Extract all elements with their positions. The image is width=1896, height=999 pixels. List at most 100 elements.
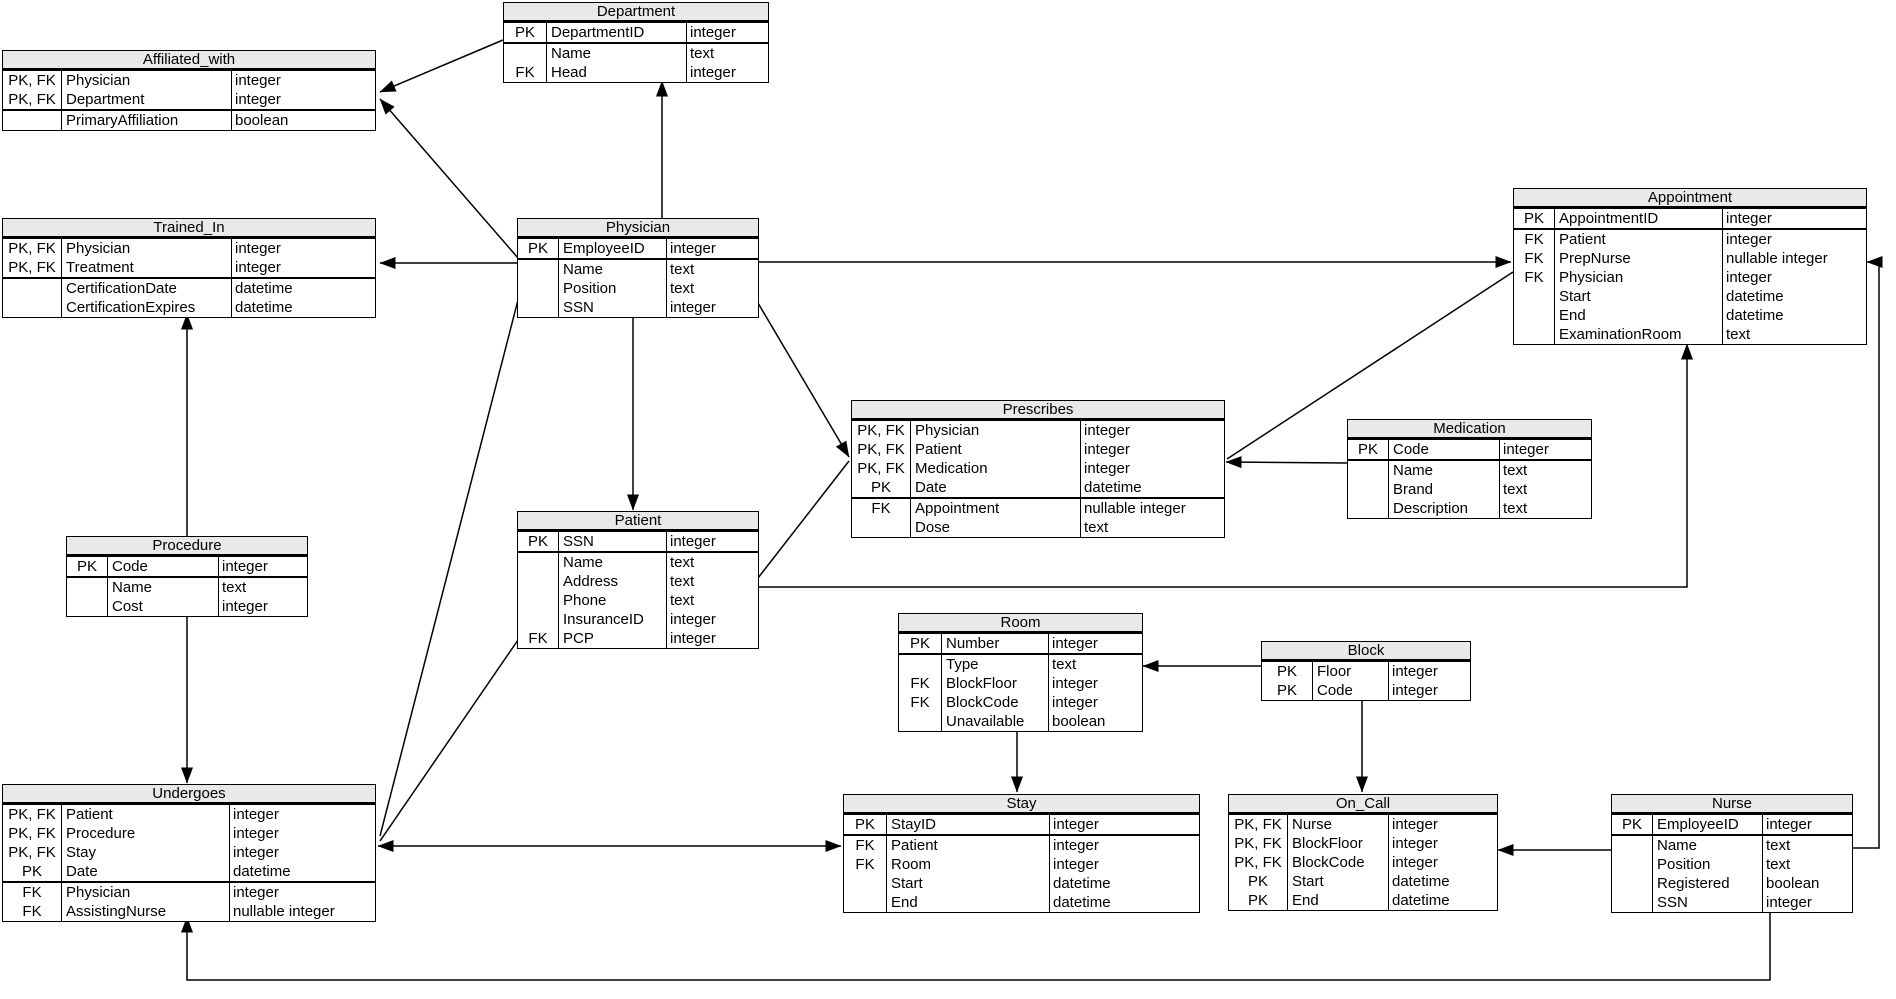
type-cell: text <box>1503 462 1528 479</box>
key-cell: FK <box>844 836 887 855</box>
type-cell: integer <box>235 259 281 276</box>
type-cell: integer <box>670 630 716 647</box>
field-cell: Dose <box>911 518 1081 537</box>
type-cell: integer <box>1766 894 1812 911</box>
field-cell: Number <box>942 634 1049 653</box>
table-row: FK Room integer <box>844 855 1199 874</box>
field-cell: Stay <box>62 843 230 862</box>
field-cell: Floor <box>1313 662 1389 681</box>
key-cell: FK <box>504 63 547 82</box>
table-row: PK, FK Physician integer <box>852 421 1224 440</box>
type-cell: datetime <box>1053 875 1111 892</box>
type-cell: integer <box>1392 854 1438 871</box>
entity-table-on_call: On_Call PK, FK Nurse integer PK, FK Bloc… <box>1228 794 1498 911</box>
relationship-prescribes-patient <box>757 460 850 579</box>
field-cell: Physician <box>911 421 1081 440</box>
table-row: PK, FK Treatment integer <box>3 258 375 277</box>
table-rows: PK EmployeeID integer Name text Position… <box>518 239 758 317</box>
type-cell: text <box>690 45 715 62</box>
table-title: Affiliated_with <box>3 51 375 71</box>
field-cell: Department <box>62 90 232 109</box>
key-cell <box>518 279 559 298</box>
field-cell: Start <box>887 874 1050 893</box>
entity-table-procedure: Procedure PK Code integer Name text Cost… <box>66 536 308 617</box>
table-row: FK Physician integer <box>1514 268 1866 287</box>
table-row: Name text <box>518 551 758 572</box>
table-row: Name text <box>504 42 768 63</box>
table-row: Name text <box>1348 459 1591 480</box>
key-cell <box>518 572 559 591</box>
key-cell <box>844 874 887 893</box>
table-row: PK SSN integer <box>518 532 758 551</box>
key-cell: PK, FK <box>1229 853 1288 872</box>
table-row: FK AssistingNurse nullable integer <box>3 902 375 921</box>
table-rows: PK Floor integer PK Code integer <box>1262 662 1470 700</box>
table-title: Physician <box>518 219 758 239</box>
field-cell: BlockCode <box>942 693 1049 712</box>
key-cell: PK, FK <box>852 459 911 478</box>
key-cell <box>518 591 559 610</box>
relationship-undergoes-patient <box>379 639 519 842</box>
key-cell: PK <box>899 634 942 653</box>
table-row: CertificationDate datetime <box>3 277 375 298</box>
table-row: PK, FK Physician integer <box>3 71 375 90</box>
key-cell <box>1348 480 1389 499</box>
key-cell <box>1612 893 1653 912</box>
table-row: Brand text <box>1348 480 1591 499</box>
table-row: PK Date datetime <box>3 862 375 881</box>
type-cell: datetime <box>235 299 293 316</box>
type-cell: text <box>670 280 695 297</box>
type-cell: datetime <box>1392 892 1450 909</box>
field-cell: Name <box>1389 461 1500 480</box>
table-title: Trained_In <box>3 219 375 239</box>
key-cell <box>1348 499 1389 518</box>
field-cell: Phone <box>559 591 667 610</box>
key-cell: PK <box>504 23 547 42</box>
key-cell: PK <box>518 532 559 551</box>
table-title: Undergoes <box>3 785 375 805</box>
type-cell: text <box>222 579 247 596</box>
type-cell: integer <box>233 884 279 901</box>
field-cell: Address <box>559 572 667 591</box>
field-cell: Physician <box>62 71 232 90</box>
key-cell: PK <box>1229 891 1288 910</box>
key-cell: FK <box>1514 268 1555 287</box>
table-title: Department <box>504 3 768 23</box>
key-cell <box>899 712 942 731</box>
key-cell: PK, FK <box>3 258 62 277</box>
key-cell: PK, FK <box>3 805 62 824</box>
type-cell: integer <box>235 240 281 257</box>
key-cell: PK <box>852 478 911 497</box>
type-cell: text <box>670 261 695 278</box>
field-cell: Patient <box>62 805 230 824</box>
type-cell: integer <box>235 91 281 108</box>
field-cell: EmployeeID <box>1653 815 1763 834</box>
table-rows: PK Code integer Name text Cost integer <box>67 557 307 616</box>
field-cell: Room <box>887 855 1050 874</box>
entity-table-prescribes: Prescribes PK, FK Physician integer PK, … <box>851 400 1225 538</box>
field-cell: Code <box>1313 681 1389 700</box>
table-row: PK Start datetime <box>1229 872 1497 891</box>
type-cell: integer <box>1726 231 1772 248</box>
field-cell: Name <box>547 44 687 63</box>
table-row: PK EmployeeID integer <box>518 239 758 258</box>
table-title: Room <box>899 614 1142 634</box>
type-cell: integer <box>1053 837 1099 854</box>
type-cell: integer <box>1053 856 1099 873</box>
type-cell: datetime <box>1726 307 1784 324</box>
field-cell: Appointment <box>911 499 1081 518</box>
field-cell: Unavailable <box>942 712 1049 731</box>
key-cell <box>518 298 559 317</box>
table-row: Type text <box>899 653 1142 674</box>
key-cell: FK <box>3 883 62 902</box>
entity-table-room: Room PK Number integer Type text FK Bloc… <box>898 613 1143 732</box>
table-row: PrimaryAffiliation boolean <box>3 109 375 130</box>
entity-table-patient: Patient PK SSN integer Name text Address… <box>517 511 759 649</box>
type-cell: text <box>1726 326 1751 343</box>
relationship-appointment-prepnurse <box>1852 256 1883 849</box>
type-cell: datetime <box>1726 288 1784 305</box>
relationship-affiliated-with-department <box>379 39 504 93</box>
field-cell: Name <box>559 553 667 572</box>
field-cell: Name <box>108 578 219 597</box>
